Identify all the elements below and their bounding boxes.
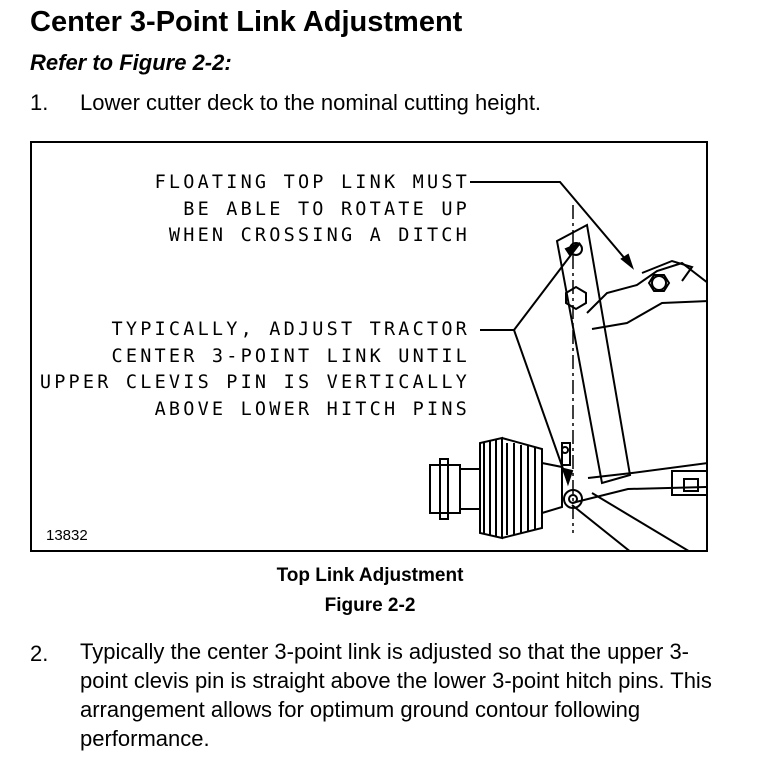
page-title: Center 3-Point Link Adjustment <box>30 6 463 38</box>
mast <box>555 223 632 485</box>
arrowhead-1 <box>620 253 635 270</box>
leader-line-1 <box>470 181 633 268</box>
top-link-pin <box>651 275 667 291</box>
step-number: 1. <box>30 90 49 115</box>
pto-driveline <box>429 436 563 540</box>
drawing-number: 13832 <box>46 527 88 544</box>
lower-hitch-pin <box>563 489 583 509</box>
callout-floating-top-link: FLOATING TOP LINK MUST BE ABLE TO ROTATE… <box>154 172 470 246</box>
upper-clevis-pin <box>569 242 583 256</box>
figure-label: Figure 2-2 <box>324 595 416 616</box>
lower-frame <box>587 462 706 479</box>
figure-box: FLOATING TOP LINK MUST BE ABLE TO ROTATE… <box>30 141 708 552</box>
figure-caption: Top Link Adjustment <box>276 565 464 586</box>
top-link-illustration <box>429 181 706 550</box>
step-text: Typically the center 3-point link is adj… <box>80 639 712 751</box>
figure-reference: Refer to Figure 2-2: <box>30 50 232 75</box>
callout-adjust-tractor-link: TYPICALLY, ADJUST TRACTOR CENTER 3-POINT… <box>39 319 470 420</box>
step-number: 2. <box>30 641 49 666</box>
step-text: Lower cutter deck to the nominal cutting… <box>80 90 542 115</box>
arrowhead-3 <box>562 467 574 487</box>
mast-nut <box>565 285 587 311</box>
